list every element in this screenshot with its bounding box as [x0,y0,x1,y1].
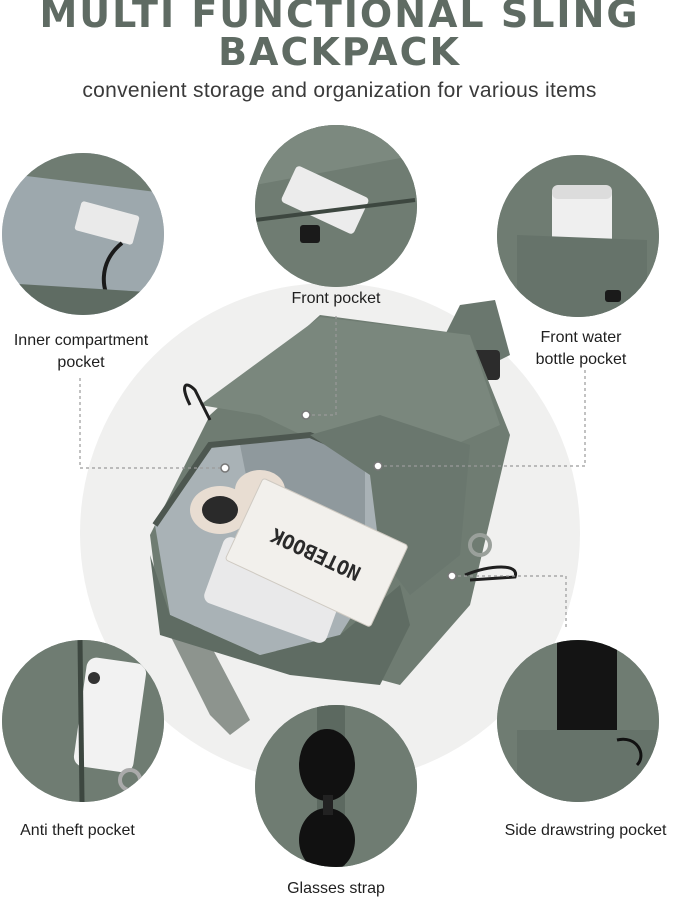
thumb-front-pocket [255,125,417,287]
label-inner-line-1: Inner compartment [13,332,149,349]
label-inner-compartment: Inner compartment pocket [0,330,162,374]
thumb-water-bottle-pocket [497,155,659,317]
thumb-glasses-strap [255,705,417,867]
label-anti-theft: Anti theft pocket [20,822,135,839]
thumb-anti-theft-pocket [2,640,164,802]
label-glasses-strap: Glasses strap [287,880,385,897]
thumb-inner-compartment [2,153,164,315]
page-title-line-2: BACKPACK [218,30,461,74]
label-water-bottle: Front water bottle pocket [500,327,662,371]
label-water-line-1: Front water [540,329,622,346]
label-front-pocket: Front pocket [291,290,381,307]
main-backpack-image: NOTEBOOK [150,300,517,735]
label-inner-line-2: pocket [57,354,105,371]
label-water-line-2: bottle pocket [535,351,627,368]
thumb-side-drawstring-pocket [497,640,659,802]
label-side-drawstring: Side drawstring pocket [504,822,667,839]
page-subtitle: convenient storage and organization for … [82,79,597,102]
page-title-line-1: MULTI FUNCTIONAL SLING [39,0,640,36]
